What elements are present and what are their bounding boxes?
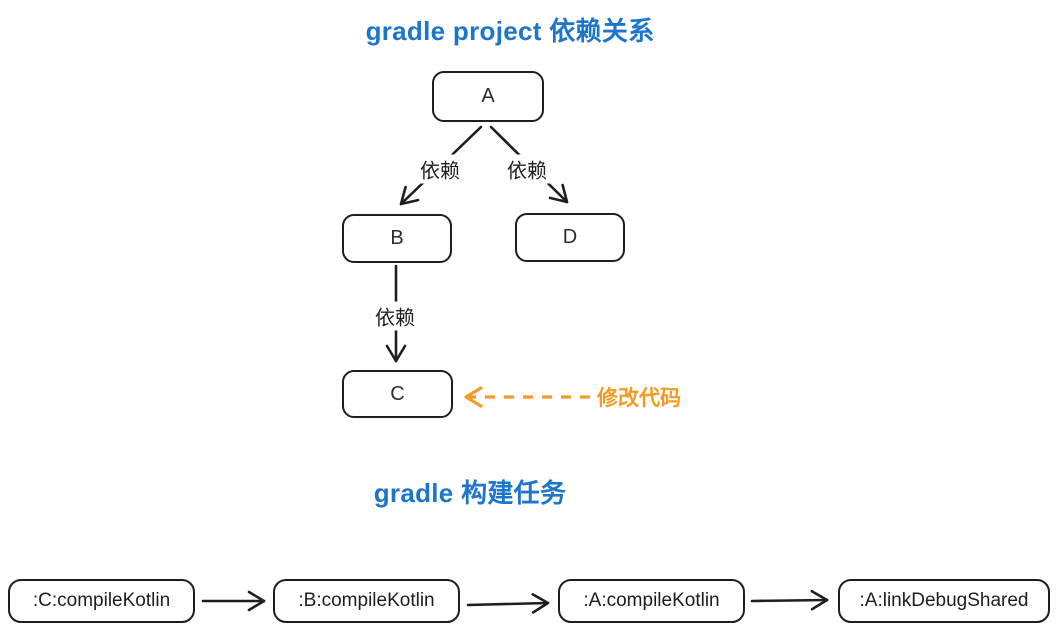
- node-c: C: [342, 370, 453, 418]
- node-c-label: C: [390, 382, 405, 405]
- task-box-a-compile: :A:compileKotlin: [558, 579, 745, 623]
- task-box-a-link-debug-shared: :A:linkDebugShared: [838, 579, 1050, 623]
- task-box-a-link-debug-shared-label: :A:linkDebugShared: [859, 590, 1029, 611]
- node-b-label: B: [390, 227, 404, 249]
- build-tasks-title: gradle 构建任务: [373, 478, 567, 508]
- dependency-graph-title: gradle project 依赖关系: [365, 16, 655, 46]
- edge-label-a-b: 依赖: [416, 154, 464, 184]
- node-d-label: D: [562, 226, 578, 248]
- task-box-b-compile-label: :B:compileKotlin: [298, 590, 435, 611]
- task-arrow-b-to-a: [466, 593, 550, 614]
- edge-label-a-d: 依赖: [503, 154, 551, 184]
- task-box-a-compile-label: :A:compileKotlin: [583, 590, 720, 611]
- node-a: A: [432, 71, 544, 122]
- edge-label-b-c: 依赖: [371, 301, 419, 331]
- task-box-c-compile: :C:compileKotlin: [8, 579, 195, 623]
- task-box-c-compile-label: :C:compileKotlin: [32, 590, 171, 611]
- node-b: B: [342, 214, 452, 263]
- node-d: D: [515, 213, 625, 262]
- node-a-label: A: [481, 85, 495, 107]
- task-box-b-compile: :B:compileKotlin: [273, 579, 460, 623]
- task-arrow-a-to-link: [750, 589, 829, 611]
- annotation-modify-code: 修改代码: [597, 387, 681, 410]
